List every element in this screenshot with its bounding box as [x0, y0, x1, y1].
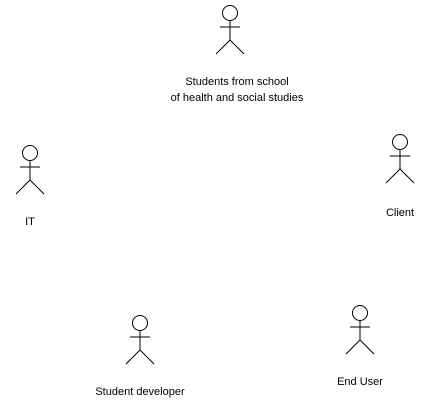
actor-label: Student developer [95, 386, 185, 398]
actor-stick-figure-icon [15, 145, 45, 195]
actor-label: End User [337, 376, 383, 388]
actor-label: IT [25, 216, 35, 228]
actor-stick-figure-icon [385, 134, 415, 184]
actor-label: Students from school of health and socia… [170, 76, 304, 104]
actor-label: Client [385, 207, 415, 219]
actor-stick-figure-icon [345, 305, 375, 355]
actor-stick-figure-icon [125, 315, 155, 365]
actor-stick-figure-icon [215, 5, 245, 55]
